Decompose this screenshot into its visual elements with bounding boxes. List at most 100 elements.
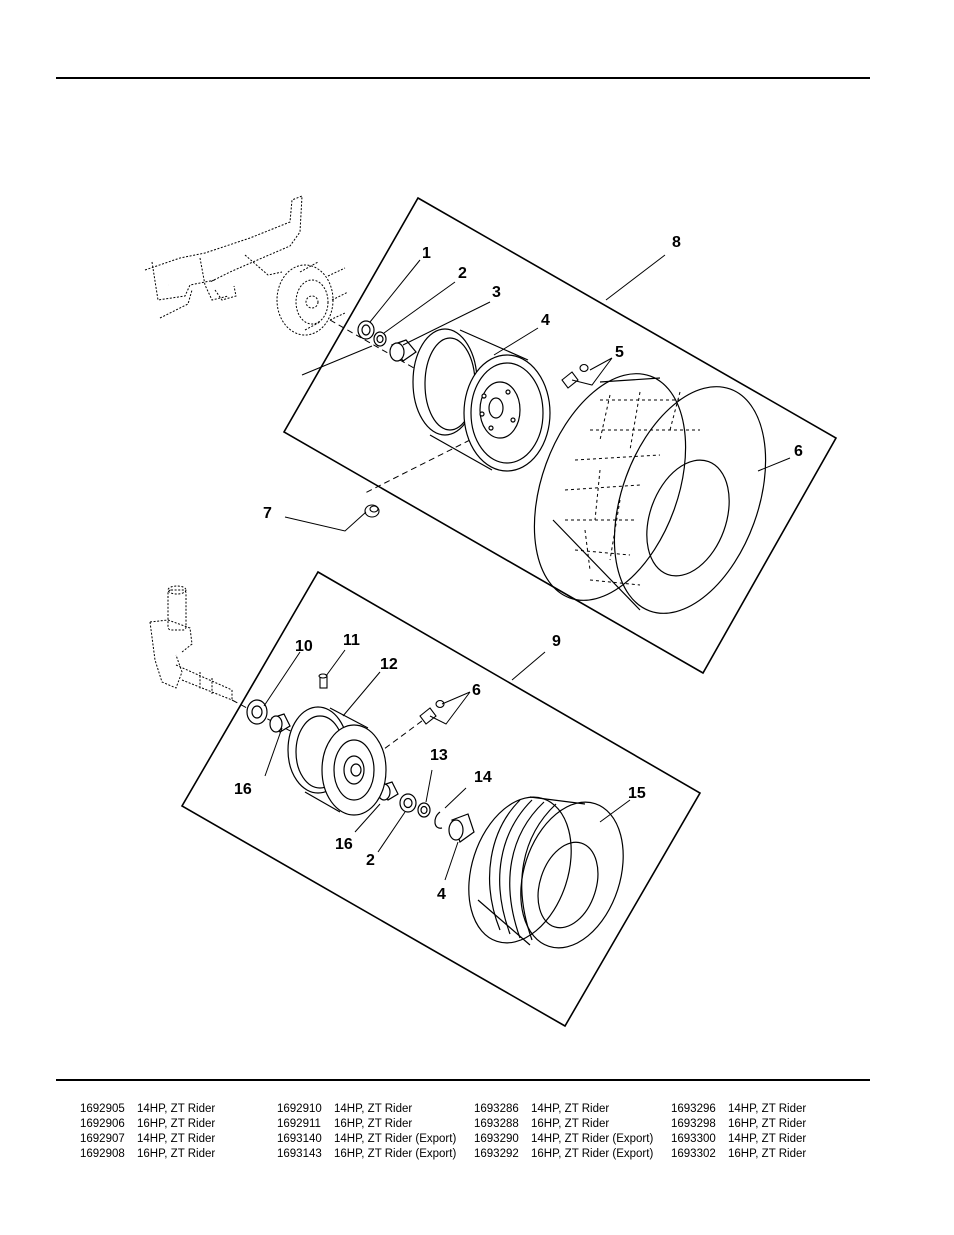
callout-8: 8 bbox=[672, 234, 681, 251]
part-1-washer bbox=[357, 320, 375, 340]
part-16-bearing-inner bbox=[269, 713, 291, 733]
model-description: 14HP, ZT Rider bbox=[137, 1103, 216, 1115]
model-description: 16HP, ZT Rider bbox=[137, 1118, 216, 1130]
model-row: 1693296 14HP, ZT Rider bbox=[671, 1102, 866, 1117]
model-description: 16HP, ZT Rider bbox=[137, 1148, 216, 1160]
model-column-4: 1693296 14HP, ZT Rider 1693298 16HP, ZT Ri… bbox=[671, 1102, 866, 1162]
model-number: 1693296 bbox=[671, 1103, 716, 1115]
callout-1: 1 bbox=[422, 245, 431, 262]
model-description: 14HP, ZT Rider bbox=[531, 1103, 610, 1115]
model-number: 1693140 bbox=[277, 1133, 322, 1145]
model-description: 16HP, ZT Rider (Export) bbox=[334, 1148, 457, 1160]
model-row: 1693140 14HP, ZT Rider (Export) bbox=[277, 1132, 472, 1147]
model-row: 1692908 16HP, ZT Rider bbox=[80, 1147, 275, 1162]
callout-12: 12 bbox=[380, 656, 398, 673]
part-4-cap-front bbox=[448, 813, 475, 843]
model-number: 1693143 bbox=[277, 1148, 322, 1160]
model-row: 1693286 14HP, ZT Rider bbox=[474, 1102, 669, 1117]
callout-14: 14 bbox=[474, 769, 492, 786]
rear-leader-lines bbox=[284, 254, 791, 532]
model-row: 1692911 16HP, ZT Rider bbox=[277, 1117, 472, 1132]
model-row: 1693302 16HP, ZT Rider bbox=[671, 1147, 866, 1162]
rear-valve-axis-line bbox=[364, 439, 471, 494]
model-number: 1693298 bbox=[671, 1118, 716, 1130]
model-column-1: 1692905 14HP, ZT Rider 1692906 16HP, ZT Ri… bbox=[80, 1102, 275, 1162]
callout-2: 2 bbox=[458, 265, 467, 282]
part-2-washer-front bbox=[399, 793, 417, 813]
callout-2-front: 2 bbox=[366, 852, 375, 869]
model-row: 1693298 16HP, ZT Rider bbox=[671, 1117, 866, 1132]
model-description: 14HP, ZT Rider (Export) bbox=[531, 1133, 654, 1145]
model-number: 1692905 bbox=[80, 1103, 125, 1115]
part-15-rib-tire bbox=[468, 796, 624, 949]
callout-16-inner: 16 bbox=[234, 781, 252, 798]
callout-13: 13 bbox=[430, 747, 448, 764]
callout-5: 5 bbox=[615, 344, 624, 361]
model-description: 16HP, ZT Rider bbox=[728, 1148, 807, 1160]
model-column-2: 1692910 14HP, ZT Rider 1692911 16HP, ZT Ri… bbox=[277, 1102, 472, 1162]
callout-10: 10 bbox=[295, 638, 313, 655]
front-caster-fork bbox=[149, 585, 233, 701]
callout-15: 15 bbox=[628, 785, 646, 802]
model-row: 1692910 14HP, ZT Rider bbox=[277, 1102, 472, 1117]
model-row: 1693143 16HP, ZT Rider (Export) bbox=[277, 1147, 472, 1162]
model-description: 16HP, ZT Rider bbox=[531, 1118, 610, 1130]
model-number: 1693292 bbox=[474, 1148, 519, 1160]
part-2-seal bbox=[373, 331, 387, 347]
front-leader-lines bbox=[263, 649, 631, 881]
model-row: 1692906 16HP, ZT Rider bbox=[80, 1117, 275, 1132]
model-description: 16HP, ZT Rider bbox=[728, 1118, 807, 1130]
model-row: 1693290 14HP, ZT Rider (Export) bbox=[474, 1132, 669, 1147]
model-column-3: 1693286 14HP, ZT Rider 1693288 16HP, ZT Ri… bbox=[474, 1102, 669, 1162]
callout-16-outer: 16 bbox=[335, 836, 353, 853]
model-description: 14HP, ZT Rider bbox=[728, 1103, 807, 1115]
callout-3: 3 bbox=[492, 284, 501, 301]
model-row: 1693288 16HP, ZT Rider bbox=[474, 1117, 669, 1132]
model-description: 16HP, ZT Rider bbox=[334, 1118, 413, 1130]
model-description: 14HP, ZT Rider (Export) bbox=[334, 1133, 457, 1145]
model-row: 1693292 16HP, ZT Rider (Export) bbox=[474, 1147, 669, 1162]
rear-axle-chassis bbox=[144, 195, 349, 336]
bottom-rule bbox=[56, 1079, 870, 1081]
model-row: 1692907 14HP, ZT Rider bbox=[80, 1132, 275, 1147]
part-6-valve-front bbox=[419, 699, 445, 725]
model-number: 1692907 bbox=[80, 1133, 125, 1145]
rear-wheel-group-frame bbox=[282, 196, 838, 675]
part-5-valve bbox=[561, 363, 589, 389]
model-number: 1693288 bbox=[474, 1118, 519, 1130]
callout-9: 9 bbox=[552, 633, 561, 650]
part-4-rim bbox=[412, 328, 551, 472]
callout-4: 4 bbox=[541, 312, 550, 329]
model-description: 14HP, ZT Rider bbox=[334, 1103, 413, 1115]
model-row: 1693300 14HP, ZT Rider bbox=[671, 1132, 866, 1147]
callout-6-front: 6 bbox=[472, 682, 481, 699]
model-number: 1693286 bbox=[474, 1103, 519, 1115]
part-7-valve-cap bbox=[364, 504, 380, 518]
part-3-cap bbox=[389, 339, 417, 362]
model-number: 1693302 bbox=[671, 1148, 716, 1160]
model-number: 1693290 bbox=[474, 1133, 519, 1145]
part-11-grease-fitting bbox=[318, 673, 328, 689]
model-description: 16HP, ZT Rider (Export) bbox=[531, 1148, 654, 1160]
model-description: 14HP, ZT Rider bbox=[137, 1133, 216, 1145]
model-number: 1692908 bbox=[80, 1148, 125, 1160]
part-13-washer bbox=[417, 802, 431, 818]
model-number: 1692911 bbox=[277, 1118, 321, 1130]
model-number: 1692910 bbox=[277, 1103, 322, 1115]
model-description: 14HP, ZT Rider bbox=[728, 1133, 807, 1145]
model-number: 1693300 bbox=[671, 1133, 716, 1145]
front-wheel-group-frame bbox=[180, 570, 702, 1028]
part-14-retaining-ring bbox=[434, 811, 443, 829]
part-10-seal bbox=[246, 699, 268, 725]
part-6-tire bbox=[533, 373, 767, 614]
front-valve-axis-line bbox=[379, 714, 431, 753]
part-12-caster-rim bbox=[287, 706, 387, 816]
top-rule bbox=[56, 77, 870, 79]
callout-7: 7 bbox=[263, 505, 272, 522]
callout-6: 6 bbox=[794, 443, 803, 460]
model-number: 1692906 bbox=[80, 1118, 125, 1130]
callout-4-front: 4 bbox=[437, 886, 446, 903]
model-row: 1692905 14HP, ZT Rider bbox=[80, 1102, 275, 1117]
callout-11: 11 bbox=[343, 632, 360, 649]
